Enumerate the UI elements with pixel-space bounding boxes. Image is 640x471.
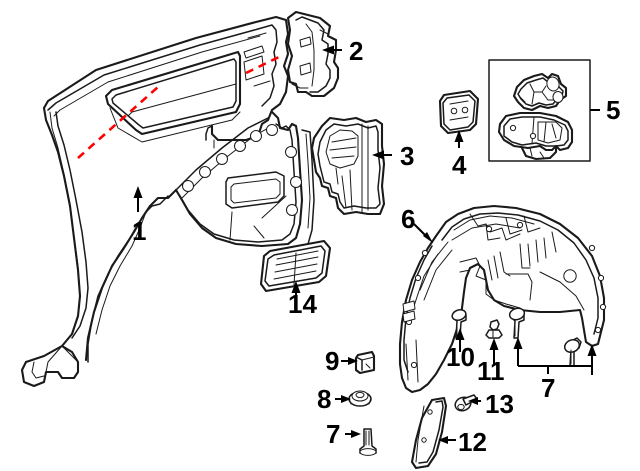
part-3-wheelhouse-reinforcement — [310, 116, 386, 216]
callout-13-clip[interactable]: 13 — [485, 389, 514, 419]
callout-12-splash-shield[interactable]: 12 — [458, 427, 487, 457]
callout-14-pressure-vent[interactable]: 14 — [288, 289, 317, 319]
callout-11-push-pin[interactable]: 11 — [477, 356, 505, 386]
part-9-bracket — [354, 350, 376, 375]
callout-2-leader — [322, 45, 342, 55]
callout-4-leader — [454, 130, 464, 148]
part-7-screw-left — [359, 428, 377, 456]
part-8-nut — [348, 390, 372, 407]
callout-6-leader — [413, 223, 433, 243]
callout-10-retainer[interactable]: 10 — [446, 342, 475, 372]
part-4-access-cover — [438, 89, 480, 135]
callout-11-leader — [489, 338, 499, 364]
callout-3-wheelhouse-reinforcement[interactable]: 3 — [400, 141, 415, 171]
part-5-fuel-filler-housing — [488, 59, 591, 162]
callout-7-leader-group — [513, 337, 597, 375]
callout-7-leader-left — [345, 430, 361, 438]
part-13-clip — [454, 394, 478, 412]
callout-7-screw-left[interactable]: 7 — [326, 419, 341, 449]
callout-10-leader — [455, 328, 465, 352]
part-14-pressure-vent — [259, 239, 332, 293]
callout-9-leader — [341, 357, 358, 365]
callout-4-access-cover[interactable]: 4 — [452, 150, 467, 180]
part-6-wheelhouse-liner — [398, 204, 607, 394]
part-12-splash-shield — [410, 396, 448, 470]
callout-9-bracket[interactable]: 9 — [325, 346, 340, 376]
callout-6-wheelhouse-liner[interactable]: 6 — [401, 204, 416, 234]
callout-1-quarter-panel[interactable]: 1 — [132, 216, 147, 246]
callout-8-nut[interactable]: 8 — [317, 384, 332, 414]
part-7-screw-upper — [508, 307, 526, 339]
callout-7-screw-group[interactable]: 7 — [541, 373, 556, 403]
part-11-push-pin — [485, 319, 503, 339]
part-10-retainer — [451, 309, 467, 339]
red-dashed-highlight — [77, 54, 282, 159]
callout-3-leader — [372, 150, 392, 160]
part-2-pillar-reinforcement — [286, 10, 340, 98]
callout-5-fuel-filler-housing[interactable]: 5 — [606, 95, 621, 125]
callout-1-leader — [133, 186, 143, 212]
callout-12-leader — [438, 436, 456, 444]
callout-14-leader — [291, 281, 301, 296]
callout-13-leader — [468, 397, 481, 405]
part-1-quarter-panel — [20, 15, 315, 388]
callout-8-leader — [335, 395, 351, 403]
part-7-screw-right — [563, 337, 582, 367]
callout-2-pillar-reinforcement[interactable]: 2 — [349, 36, 364, 66]
